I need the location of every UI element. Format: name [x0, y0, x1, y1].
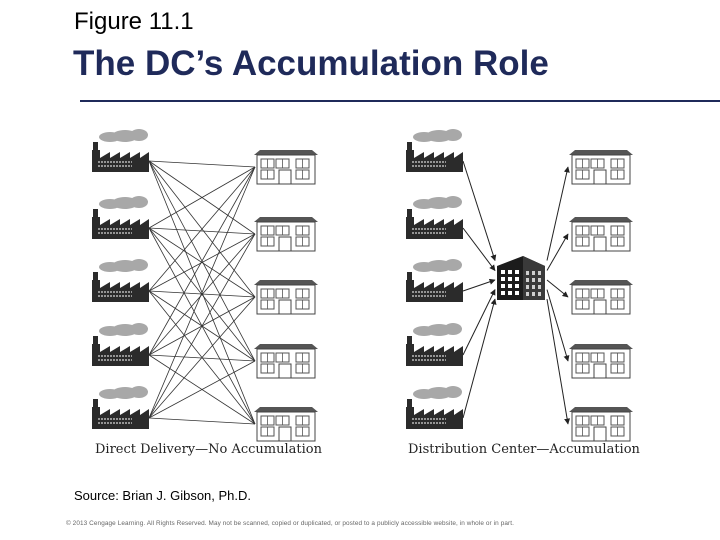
accumulation-diagram	[0, 110, 720, 480]
factory-icon	[92, 259, 149, 302]
outbound-route-arrow	[547, 299, 568, 424]
direct-route-line	[149, 418, 255, 424]
figure-label: Figure 11.1	[74, 8, 194, 36]
factory-icon	[406, 259, 463, 302]
source-note: Source: Brian J. Gibson, Ph.D.	[74, 488, 251, 503]
factory-icon	[92, 129, 149, 172]
store-icon	[569, 280, 633, 314]
direct-route-line	[149, 297, 255, 418]
direct-route-line	[149, 161, 255, 167]
factory-icon	[92, 323, 149, 366]
direct-delivery-routes	[149, 161, 255, 424]
factory-icon	[406, 386, 463, 429]
inbound-route-arrow	[463, 280, 495, 291]
inbound-route-arrow	[463, 290, 495, 355]
copyright-note: © 2013 Cengage Learning. All Rights Rese…	[66, 520, 514, 527]
store-icon	[254, 407, 318, 441]
caption-distribution-center: Distribution Center—Accumulation	[408, 442, 640, 457]
store-icon	[569, 407, 633, 441]
factory-icon	[92, 196, 149, 239]
factory-icon	[406, 323, 463, 366]
caption-direct-delivery: Direct Delivery—No Accumulation	[95, 442, 322, 457]
outbound-route-arrow	[547, 290, 568, 361]
direct-route-line	[149, 167, 255, 418]
outbound-route-arrow	[547, 280, 568, 297]
title-divider	[80, 100, 720, 102]
store-icon	[254, 280, 318, 314]
store-icon	[254, 217, 318, 251]
direct-route-line	[149, 167, 255, 228]
direct-route-line	[149, 361, 255, 418]
store-icon	[569, 150, 633, 184]
store-icon	[254, 150, 318, 184]
store-icon	[569, 344, 633, 378]
inbound-route-arrow	[463, 299, 495, 418]
store-icon	[569, 217, 633, 251]
outbound-route-arrow	[547, 234, 568, 271]
inbound-route-arrow	[463, 161, 495, 261]
factory-icon	[92, 386, 149, 429]
factory-icon	[406, 129, 463, 172]
store-icon	[254, 344, 318, 378]
page-title: The DC’s Accumulation Role	[73, 44, 549, 84]
direct-route-line	[149, 234, 255, 355]
factory-icon	[406, 196, 463, 239]
direct-route-line	[149, 234, 255, 291]
outbound-route-arrow	[547, 167, 568, 261]
inbound-route-arrow	[463, 228, 495, 271]
icons-layer	[92, 129, 633, 441]
distribution-center-icon	[497, 256, 545, 300]
